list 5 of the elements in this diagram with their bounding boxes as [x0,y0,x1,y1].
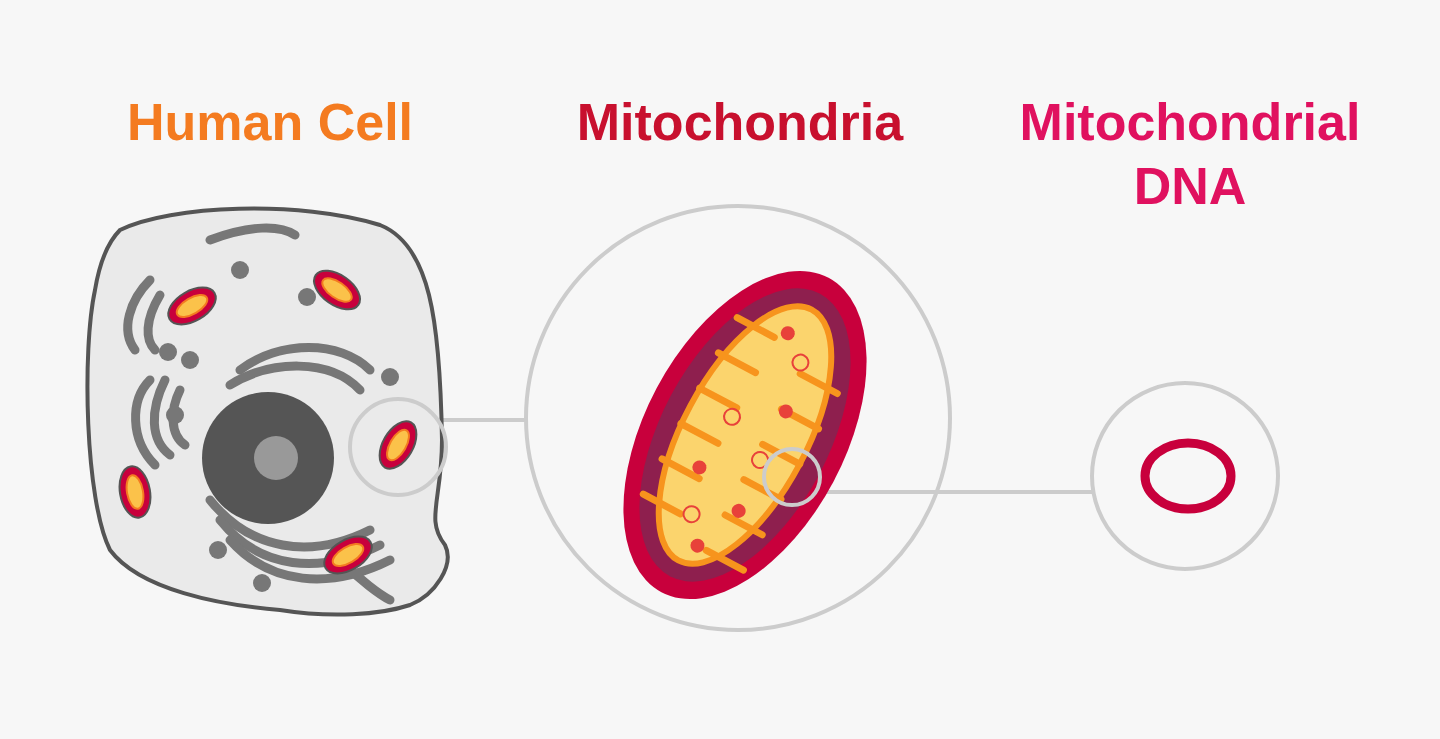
magnifier-circle [762,447,822,507]
magnifier-circle [348,397,448,497]
heading: Mitochondrial DNA [1018,92,1362,217]
heading: Human Cell [125,92,415,153]
heading: Mitochondria [575,92,905,153]
